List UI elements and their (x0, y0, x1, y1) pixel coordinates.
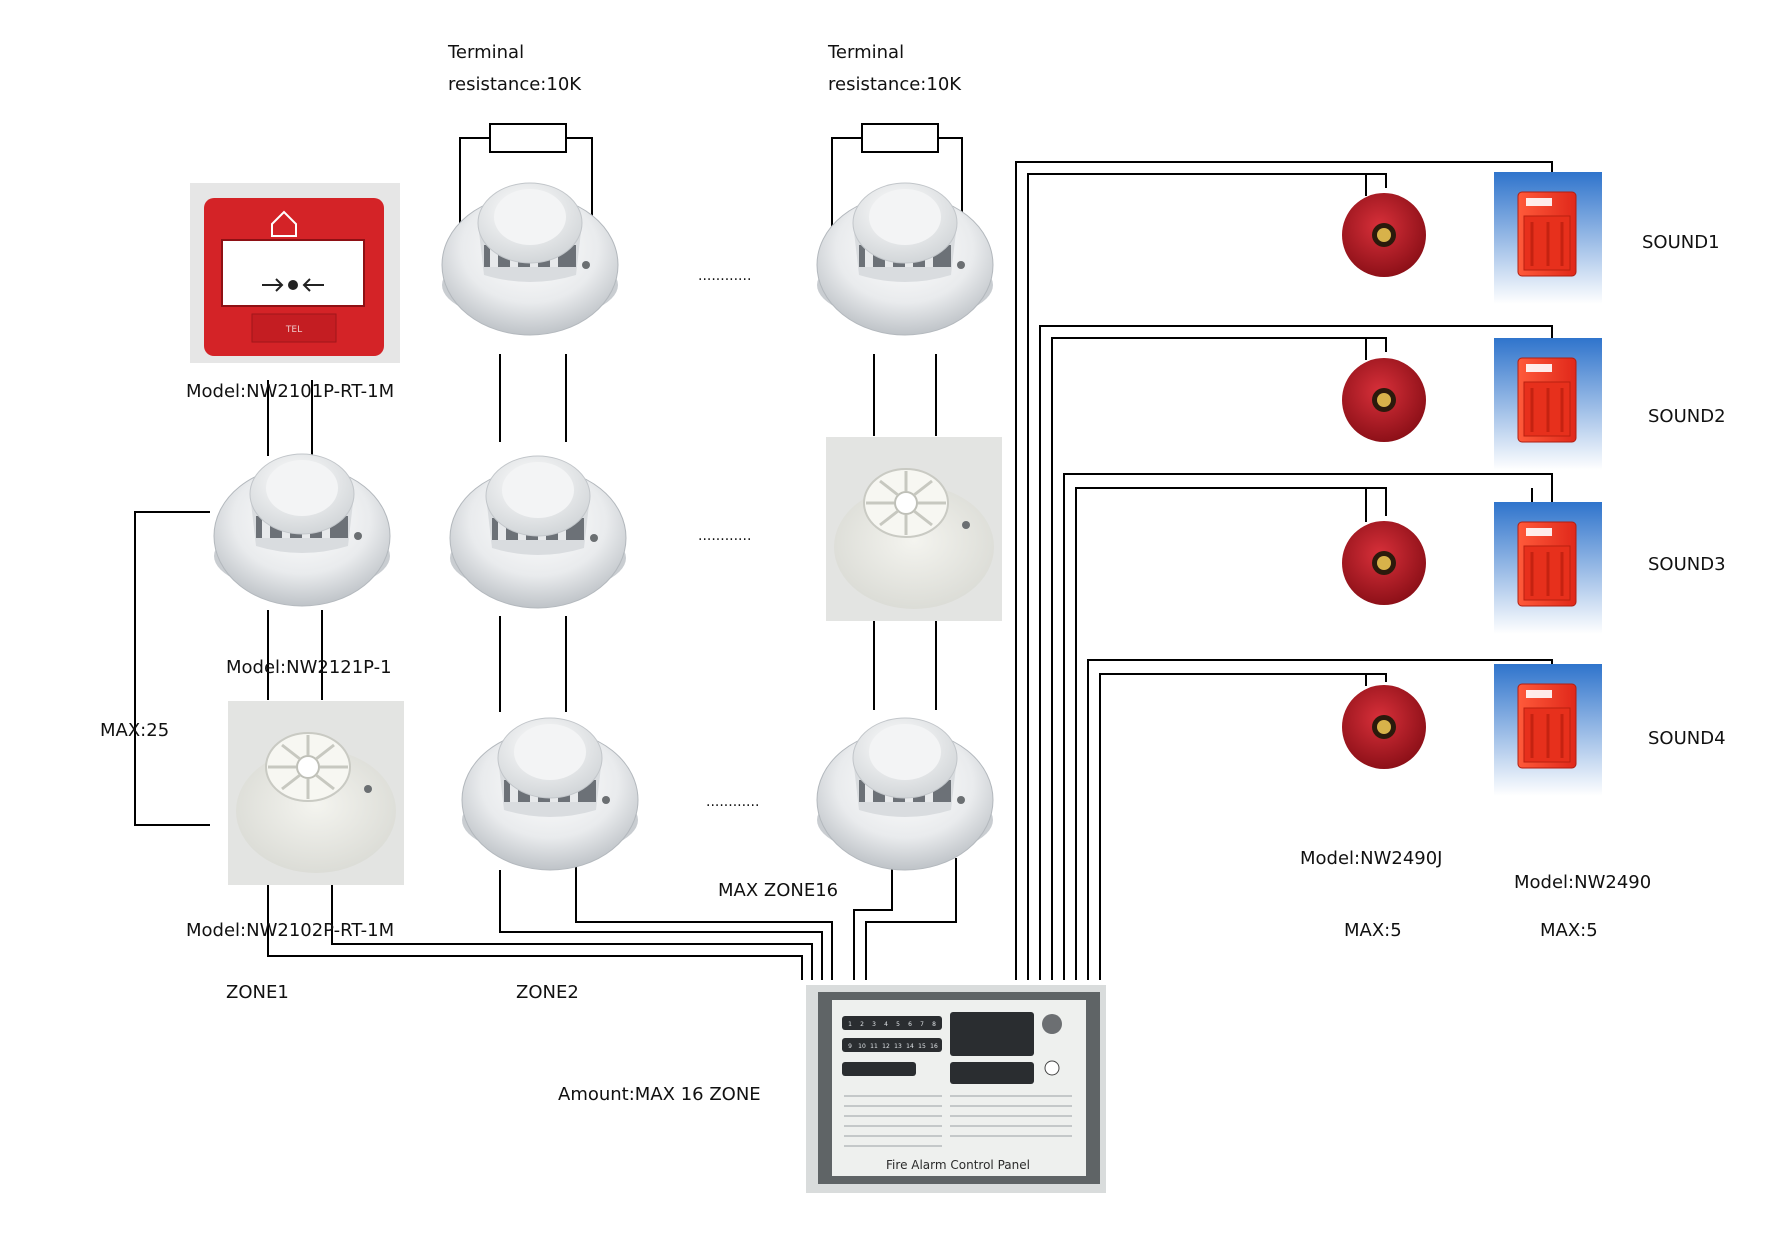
strobe-sound1 (1492, 170, 1604, 306)
panel-zone-row1: 1 2 3 4 5 6 7 8 (848, 1021, 936, 1028)
zone-wiring (134, 137, 1553, 980)
terminal-label-zone16-line2: resistance:10K (828, 74, 962, 95)
panel-zone-number: 12 (882, 1043, 890, 1050)
bell-sound2 (1342, 358, 1426, 442)
ellipsis-row3: ............ (706, 794, 759, 810)
panel-title: Fire Alarm Control Panel (886, 1158, 1030, 1172)
zone1-label: ZONE1 (226, 982, 289, 1003)
amount-label: Amount:MAX 16 ZONE (558, 1084, 761, 1105)
model-strobe: Model:NW2490 (1514, 872, 1651, 893)
terminal-label-zone2-line1: Terminal (447, 42, 524, 63)
panel-zone-number: 3 (872, 1021, 876, 1028)
zone2-label: ZONE2 (516, 982, 579, 1003)
model-bell: Model:NW2490J (1300, 848, 1443, 869)
smoke-detector-zone2-row3 (461, 717, 639, 871)
panel-zone-number: 6 (908, 1021, 912, 1028)
strobe-sound3 (1492, 500, 1604, 636)
terminal-label-zone16-line1: Terminal (827, 42, 904, 63)
panel-zone-number: 11 (870, 1043, 878, 1050)
panel-zone-number: 16 (930, 1043, 938, 1050)
limit-devices-per-zone: MAX:25 (100, 720, 169, 741)
panel-zone-number: 10 (858, 1043, 866, 1050)
heat-detector-zone16-row2 (824, 435, 1004, 623)
max-zone-label: MAX ZONE16 (718, 880, 838, 901)
panel-zone-number: 1 (848, 1021, 852, 1028)
model-manual-call-point: Model:NW2101P-RT-1M (186, 381, 394, 402)
terminal-label-zone2-line2: resistance:10K (448, 74, 582, 95)
ellipsis-row1: ............ (698, 268, 751, 284)
strobe-sound2 (1492, 336, 1604, 472)
panel-zone-number: 14 (906, 1043, 914, 1050)
panel-zone-number: 5 (896, 1021, 900, 1028)
panel-zone-row2: 9 10 11 12 13 14 15 16 (848, 1043, 938, 1050)
sound1-label: SOUND1 (1642, 232, 1720, 253)
sound3-label: SOUND3 (1648, 554, 1726, 575)
ellipsis-row2: ............ (698, 528, 751, 544)
limit-strobes: MAX:5 (1540, 920, 1598, 941)
heat-detector-zone1 (226, 699, 406, 887)
bell-sound4 (1342, 685, 1426, 769)
panel-key-switch (1042, 1014, 1062, 1034)
panel-zone-number: 15 (918, 1043, 926, 1050)
sound4-label: SOUND4 (1648, 728, 1726, 749)
model-heat-detector: Model:NW2102P-RT-1M (186, 920, 394, 941)
panel-zone-number: 4 (884, 1021, 888, 1028)
model-smoke-detector: Model:NW2121P-1 (226, 657, 392, 678)
smoke-detector-zone1 (213, 453, 391, 607)
bell-sound3 (1342, 521, 1426, 605)
fire-house-icon (271, 210, 297, 237)
panel-zone-number: 8 (932, 1021, 936, 1028)
strobe-sound4 (1492, 662, 1604, 798)
terminal-resistor-zone2 (489, 123, 567, 153)
call-point-tel-label: TEL (285, 325, 302, 335)
panel-zone-number: 9 (848, 1043, 852, 1050)
manual-call-point: TEL (190, 183, 400, 363)
bell-sound1 (1342, 193, 1426, 277)
smoke-detector-zone16-row1 (816, 182, 994, 336)
panel-zone-number: 2 (860, 1021, 864, 1028)
limit-bells: MAX:5 (1344, 920, 1402, 941)
panel-zone-number: 7 (920, 1021, 924, 1028)
smoke-detector-zone16-row3 (816, 717, 994, 871)
sound2-label: SOUND2 (1648, 406, 1726, 427)
terminal-resistor-zone16 (861, 123, 939, 153)
smoke-detector-zone2-row2 (449, 455, 627, 609)
panel-zone-number: 13 (894, 1043, 902, 1050)
